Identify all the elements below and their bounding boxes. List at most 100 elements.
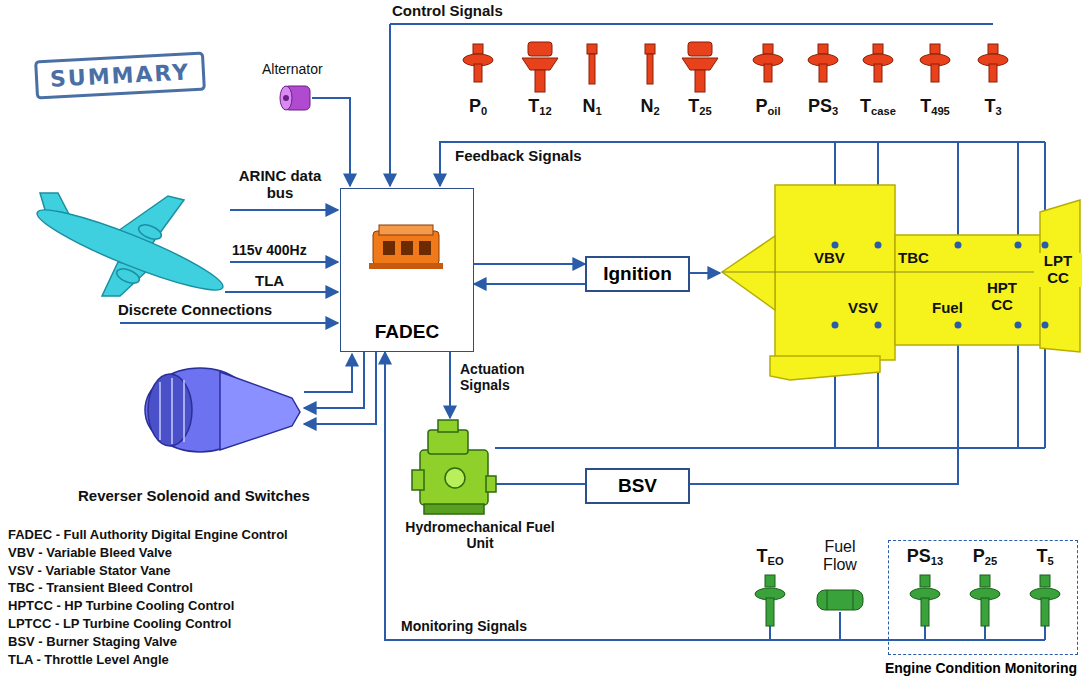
sensor-name: TEO xyxy=(748,546,792,566)
engine-illustration xyxy=(722,185,1080,380)
monitoring-sensor xyxy=(1040,575,1050,587)
sensor-name: Tcase xyxy=(846,96,910,116)
label: Control Signals xyxy=(392,3,503,20)
sensor-name: P25 xyxy=(958,546,1012,566)
engine-part: LPT CC xyxy=(1034,253,1082,287)
abbreviation-note: FADEC - Full Authority Digital Engine Co… xyxy=(8,528,288,543)
sensor-name: N1 xyxy=(560,96,624,116)
subscript: 25 xyxy=(985,555,997,567)
discrete-wire xyxy=(120,322,338,324)
monitoring-sensor xyxy=(920,575,930,587)
sensor-name: T3 xyxy=(961,96,1025,116)
subscript: 12 xyxy=(539,105,551,117)
aircraft-illustration xyxy=(32,193,229,301)
engine-part: VSV xyxy=(846,300,880,317)
monitoring-sensor xyxy=(921,598,929,626)
subscript: 1 xyxy=(595,105,601,117)
node-text: Ignition xyxy=(599,263,676,285)
sensor-name: T5 xyxy=(1018,546,1072,566)
abbreviation-note: VBV - Variable Bleed Valve xyxy=(8,546,172,561)
pressure-sensor xyxy=(819,64,827,82)
engine-part: TBC xyxy=(896,250,931,267)
monitoring-sensor xyxy=(1041,598,1049,626)
pressure-sensor xyxy=(988,44,998,54)
speed-sensor xyxy=(587,44,597,54)
subscript: 5 xyxy=(1047,555,1053,567)
process-box: Ignition xyxy=(585,256,690,292)
label: TLA xyxy=(255,273,284,290)
node-text: BSV xyxy=(599,475,676,497)
control-bus xyxy=(390,23,993,25)
monitoring-sensor xyxy=(765,575,775,587)
control-wire xyxy=(389,24,391,186)
node-text: Engine Condition Monitoring xyxy=(885,660,1077,676)
edge-label: Monitoring Signals xyxy=(399,619,529,635)
temperature-sensor xyxy=(528,42,552,56)
abbreviation-note: TBC - Transient Bleed Control xyxy=(8,581,193,596)
thrust-reverser-illustration xyxy=(145,368,300,452)
pressure-sensor xyxy=(763,44,773,54)
abbreviation-note: TLA - Throttle Level Angle xyxy=(8,653,169,668)
signal-wires xyxy=(120,24,1045,640)
speed-sensor xyxy=(589,54,595,84)
subscript: 3 xyxy=(832,105,838,117)
sensor-name: PS13 xyxy=(898,546,952,566)
subscript: 495 xyxy=(931,105,950,117)
pressure-sensor xyxy=(930,44,940,54)
ignition-wire xyxy=(690,272,720,274)
abbreviation-note: HPTCC - HP Turbine Cooling Control xyxy=(8,599,234,614)
temperature-sensor xyxy=(535,70,545,92)
label: Discrete Connections xyxy=(118,302,272,319)
pressure-sensor xyxy=(818,44,828,54)
pressure-sensor xyxy=(764,64,772,82)
fuel-flow-meter xyxy=(817,590,863,610)
pressure-sensor xyxy=(473,44,483,54)
subscript: case xyxy=(871,105,896,117)
pressure-sensor xyxy=(874,64,882,82)
engine-part: HPT CC xyxy=(980,280,1024,314)
process-box: BSV xyxy=(585,468,690,504)
tla-wire xyxy=(225,291,338,293)
subscript: 0 xyxy=(481,105,487,117)
speed-sensor xyxy=(647,54,653,84)
subscript: oil xyxy=(768,105,781,117)
label: 115v 400Hz xyxy=(232,243,307,259)
label: ARINC data bus xyxy=(238,168,322,202)
ecu-icon xyxy=(367,219,447,275)
reverser-wire xyxy=(304,352,364,408)
monitoring-group: Engine Condition Monitoring xyxy=(888,540,1078,655)
node-text: FADEC xyxy=(341,321,473,343)
monitoring-sensor xyxy=(981,598,989,626)
engine-part: Fuel xyxy=(930,300,965,317)
sensor-name: Poil xyxy=(736,96,800,116)
sensor-name: T12 xyxy=(508,96,572,116)
node-text: SUMMARY xyxy=(49,59,190,91)
label: Fuel Flow xyxy=(812,538,868,574)
subscript: 25 xyxy=(699,105,711,117)
label: Alternator xyxy=(262,62,323,78)
sensor-name: T25 xyxy=(668,96,732,116)
power-wire xyxy=(230,261,338,263)
temperature-sensor xyxy=(522,58,558,70)
engine-part: VBV xyxy=(812,250,847,267)
connector xyxy=(474,263,585,265)
pressure-sensor xyxy=(873,44,883,54)
feedback-bus xyxy=(440,142,1045,186)
speed-sensor xyxy=(645,44,655,54)
sensor-icons xyxy=(463,42,1060,626)
subscript: EO xyxy=(767,555,783,567)
label: Reverser Solenoid and Switches xyxy=(78,488,310,505)
abbreviation-note: BSV - Burner Staging Valve xyxy=(8,635,177,650)
summary-stamp: SUMMARY xyxy=(34,52,206,100)
sensor-name: N2 xyxy=(618,96,682,116)
pressure-sensor xyxy=(931,64,939,82)
arinc-wire xyxy=(230,209,338,211)
pressure-sensor xyxy=(474,64,482,82)
temperature-sensor xyxy=(695,70,705,92)
monitoring-sensor xyxy=(766,598,774,626)
subscript: 3 xyxy=(995,105,1001,117)
monitoring-wire xyxy=(770,612,1045,640)
subscript: 2 xyxy=(653,105,659,117)
controller-box: FADEC xyxy=(340,188,474,352)
fuel-unit-illustration xyxy=(412,420,496,514)
